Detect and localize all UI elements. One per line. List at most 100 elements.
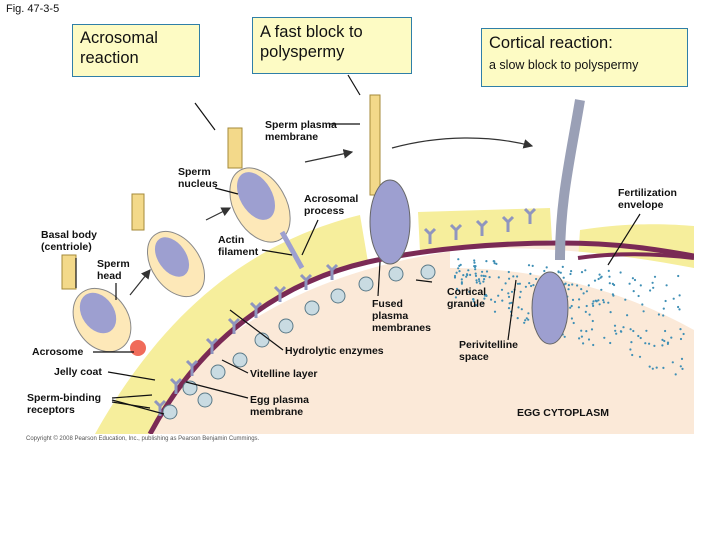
speckle [493,300,497,303]
speckle [653,275,657,278]
speckle [545,266,548,269]
speckle [613,283,616,287]
speckle [570,270,573,273]
receptor [205,337,219,354]
speckle [652,286,655,289]
speckle [458,270,461,273]
speckle [603,336,606,339]
receptor [449,223,463,240]
fast-block-box: A fast block to polyspermy [252,17,412,74]
speckle [632,329,635,333]
cortical-granule [232,352,248,368]
speckle [500,288,504,291]
speckle [591,302,594,305]
speckle [570,317,574,320]
speckle [641,303,644,306]
speckle [582,292,585,295]
speckle [661,344,664,347]
label-vitelline-layer: Vitelline layer [250,368,318,380]
speckle [653,344,656,347]
arrow-stage-1 [129,269,151,296]
speckle [599,276,602,279]
speckle [571,298,575,301]
speckle [648,342,651,345]
egg-plasma-membrane [147,240,694,434]
speckle [585,304,588,308]
speckle [467,269,470,272]
speckle [648,365,651,368]
speckle [572,321,575,325]
speckle [569,272,572,276]
speckle [629,328,632,331]
speckle [642,310,645,313]
cortical-granule [162,404,178,420]
speckle [462,274,465,277]
speckle [592,304,595,307]
speckle [507,295,511,298]
cortical-reaction-subtitle: a slow block to polyspermy [489,57,639,72]
speckle [473,259,476,262]
speckle [590,328,594,331]
speckle [619,271,622,274]
speckle [639,284,642,287]
speckle [584,310,587,313]
speckle [609,341,612,345]
speckle [510,290,514,293]
speckle [488,276,491,279]
speckle [559,271,562,274]
speckle [677,274,680,278]
speckle [624,298,627,301]
speckle [681,367,684,370]
speckle [672,297,675,300]
speckle [598,303,601,306]
label-sperm-head: Sperm head [97,258,130,283]
speckle [507,270,510,274]
speckle [569,306,572,309]
copyright-notice: Copyright © 2008 Pearson Education, Inc.… [26,436,260,442]
speckle [577,306,581,309]
speckle [508,302,511,305]
speckle [474,304,478,307]
speckle [474,272,477,275]
speckle [631,353,634,357]
speckle [580,271,584,274]
speckle [563,335,566,338]
speckle [472,300,475,303]
sperm-5 [531,99,585,345]
speckle [626,314,629,317]
speckle [474,274,478,277]
speckle [631,277,635,280]
speckle [510,301,513,304]
speckle [609,311,612,314]
speckle [475,281,478,284]
speckle [508,277,511,280]
label-sperm-nucleus: Sperm nucleus [178,166,218,191]
receptor [523,207,537,224]
speckle [477,278,481,281]
speckle [567,288,570,291]
speckle [473,265,476,268]
cortical-granule [210,364,226,380]
speckle [607,301,610,304]
speckle [671,361,674,364]
label-egg-cytoplasm: EGG CYTOPLASM [517,407,609,419]
speckle [600,288,603,291]
receptor [475,219,489,236]
speckle [501,299,504,302]
speckle [664,299,667,303]
speckle [482,302,485,305]
speckle [587,338,591,341]
speckle [457,267,460,270]
speckle [608,282,611,285]
speckle [480,274,483,277]
arrow-stage-4 [391,137,534,149]
speckle [594,299,597,302]
sperm-2 [131,193,206,298]
speckle [602,301,606,304]
speckle [484,275,487,278]
cortical-granule [304,300,320,316]
speckle [637,294,640,298]
speckle [517,306,520,309]
speckle [567,284,571,287]
